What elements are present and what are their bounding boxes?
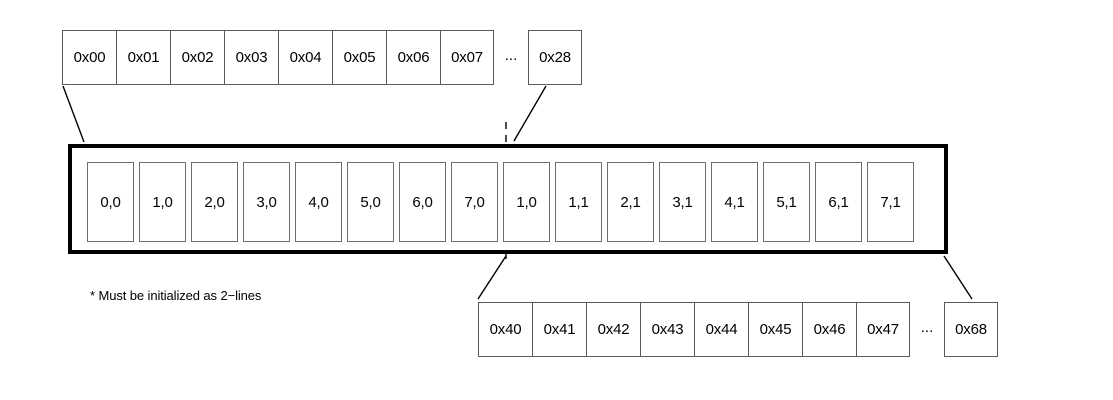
address-cell: 0x47 <box>856 302 910 357</box>
address-cell: 0x03 <box>224 30 278 85</box>
address-cell: 0x43 <box>640 302 694 357</box>
address-cell: 0x42 <box>586 302 640 357</box>
address-cell: 0x00 <box>62 30 116 85</box>
cache-line-band: 0,0 1,0 2,0 3,0 4,0 5,0 6,0 7,0 1,0 1,1 … <box>68 144 948 254</box>
cache-word: 2,0 <box>191 162 238 242</box>
address-cell: 0x46 <box>802 302 856 357</box>
cache-word: 6,1 <box>815 162 862 242</box>
cache-word: 4,0 <box>295 162 342 242</box>
cache-word: 1,0 <box>503 162 550 242</box>
cache-word: 6,0 <box>399 162 446 242</box>
top-address-row: 0x00 0x01 0x02 0x03 0x04 0x05 0x06 0x07 … <box>62 30 582 85</box>
cache-word: 1,1 <box>555 162 602 242</box>
address-cell: 0x02 <box>170 30 224 85</box>
top-row-ellipsis: ... <box>504 47 518 64</box>
top-address-group: 0x00 0x01 0x02 0x03 0x04 0x05 0x06 0x07 <box>62 30 494 85</box>
cache-word: 0,0 <box>87 162 134 242</box>
cache-word: 3,0 <box>243 162 290 242</box>
leader-top-right <box>513 85 547 142</box>
cache-word: 1,0 <box>139 162 186 242</box>
top-row-tail-address-cell: 0x28 <box>528 30 582 85</box>
address-cell: 0x01 <box>116 30 170 85</box>
address-cell: 0x06 <box>386 30 440 85</box>
bottom-address-row: 0x40 0x41 0x42 0x43 0x44 0x45 0x46 0x47 … <box>478 302 998 357</box>
address-cell: 0x45 <box>748 302 802 357</box>
cache-word: 4,1 <box>711 162 758 242</box>
bottom-address-group: 0x40 0x41 0x42 0x43 0x44 0x45 0x46 0x47 <box>478 302 910 357</box>
cache-word-list: 0,0 1,0 2,0 3,0 4,0 5,0 6,0 7,0 1,0 1,1 … <box>87 162 914 242</box>
leader-top-left <box>62 85 85 143</box>
leader-bottom-left <box>477 255 507 300</box>
address-cell: 0x44 <box>694 302 748 357</box>
bottom-row-ellipsis: ... <box>920 319 934 336</box>
address-cell: 0x40 <box>478 302 532 357</box>
leader-bottom-right <box>943 255 973 300</box>
cache-word: 7,1 <box>867 162 914 242</box>
cache-word: 2,1 <box>607 162 654 242</box>
cache-word: 7,0 <box>451 162 498 242</box>
bottom-row-tail-address-cell: 0x68 <box>944 302 998 357</box>
address-cell: 0x04 <box>278 30 332 85</box>
address-cell: 0x41 <box>532 302 586 357</box>
cache-word: 5,0 <box>347 162 394 242</box>
address-cell: 0x05 <box>332 30 386 85</box>
cache-word: 5,1 <box>763 162 810 242</box>
address-cell: 0x07 <box>440 30 494 85</box>
footnote-note: * Must be initialized as 2−lines <box>90 288 262 303</box>
cache-word: 3,1 <box>659 162 706 242</box>
